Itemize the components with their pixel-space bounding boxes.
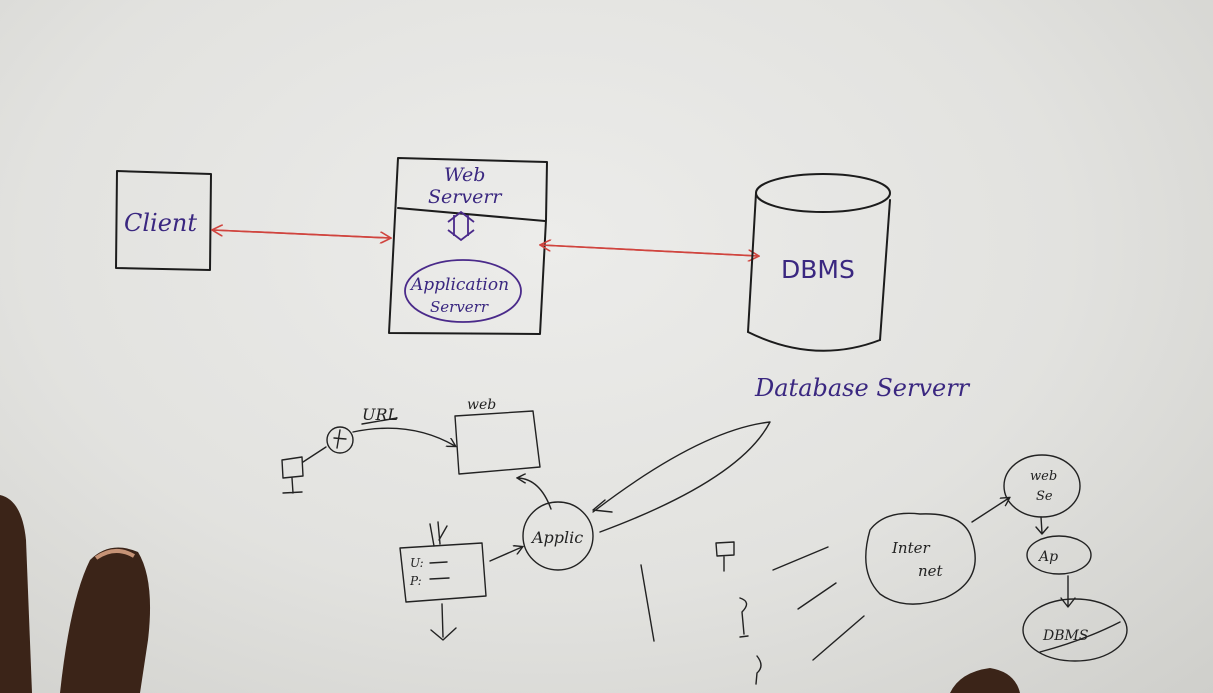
sketch-scribbles: [640, 541, 865, 685]
sketch-internet-line2: net: [918, 562, 944, 580]
sketch-form-user: U:: [410, 556, 424, 570]
dbms-cylinder: DBMS: [747, 173, 891, 352]
app-server-label-line2: Serverr: [430, 298, 489, 316]
sketch-app-circle: Ap: [1026, 535, 1092, 575]
sketch-form-to-applic-arrow: [489, 547, 522, 562]
sketch-url-underline: [361, 417, 398, 425]
web-dbms-arrow: [541, 245, 758, 256]
sketch-app-to-db-arrow: [1060, 575, 1076, 608]
sketch-applic-to-web-arrow: [518, 478, 552, 510]
sketch-webserver-line2: Se: [1036, 489, 1053, 504]
dbms-label: DBMS: [781, 255, 855, 284]
database-server-label: Database Serverr: [754, 374, 971, 402]
client-label: Client: [124, 209, 197, 237]
client-web-arrow: [213, 230, 390, 238]
sketch-internet-cloud: Inter net: [865, 512, 976, 605]
sketch-applic-label: Applic: [530, 528, 583, 547]
sketch-applic-circle: Applic: [522, 501, 594, 571]
sketch-web-to-app-arrow: [1035, 516, 1049, 535]
sketch-webserver-circle: web Se: [1003, 454, 1081, 518]
sketch-url-arrow: [352, 427, 455, 446]
web-server-label-line2: Serverr: [428, 186, 503, 208]
sketch-form-pass: P:: [409, 574, 422, 588]
sketch-internet-to-web-arrow: [971, 498, 1009, 523]
sketch-computer-icon: [281, 446, 327, 494]
app-server-label-line1: Application: [409, 275, 509, 295]
sketch-app-label: Ap: [1037, 549, 1058, 565]
sketch-dbms-circle: DBMS: [1022, 598, 1128, 662]
hand-photo-overlay: [0, 495, 1020, 693]
sketch-web-box: web: [454, 397, 541, 475]
web-server-label-line1: Web: [444, 164, 485, 186]
sketch-loop-arrowhead: [592, 499, 613, 513]
sketch-web-label: web: [467, 397, 496, 413]
sketch-internet-line1: Inter: [891, 539, 930, 557]
client-box: Client: [115, 170, 212, 271]
sketch-dbms-label: DBMS: [1042, 628, 1088, 644]
sketch-db-loop: [592, 421, 771, 533]
web-server-box: Web Serverr Application Serverr: [388, 157, 548, 335]
sketch-webserver-line1: web: [1030, 469, 1057, 484]
sketch-browser-circle: [326, 426, 354, 454]
internal-double-arrow: [447, 210, 475, 242]
application-server-oval: Application Serverr: [404, 259, 522, 323]
sketch-login-form: U: P:: [399, 521, 487, 641]
